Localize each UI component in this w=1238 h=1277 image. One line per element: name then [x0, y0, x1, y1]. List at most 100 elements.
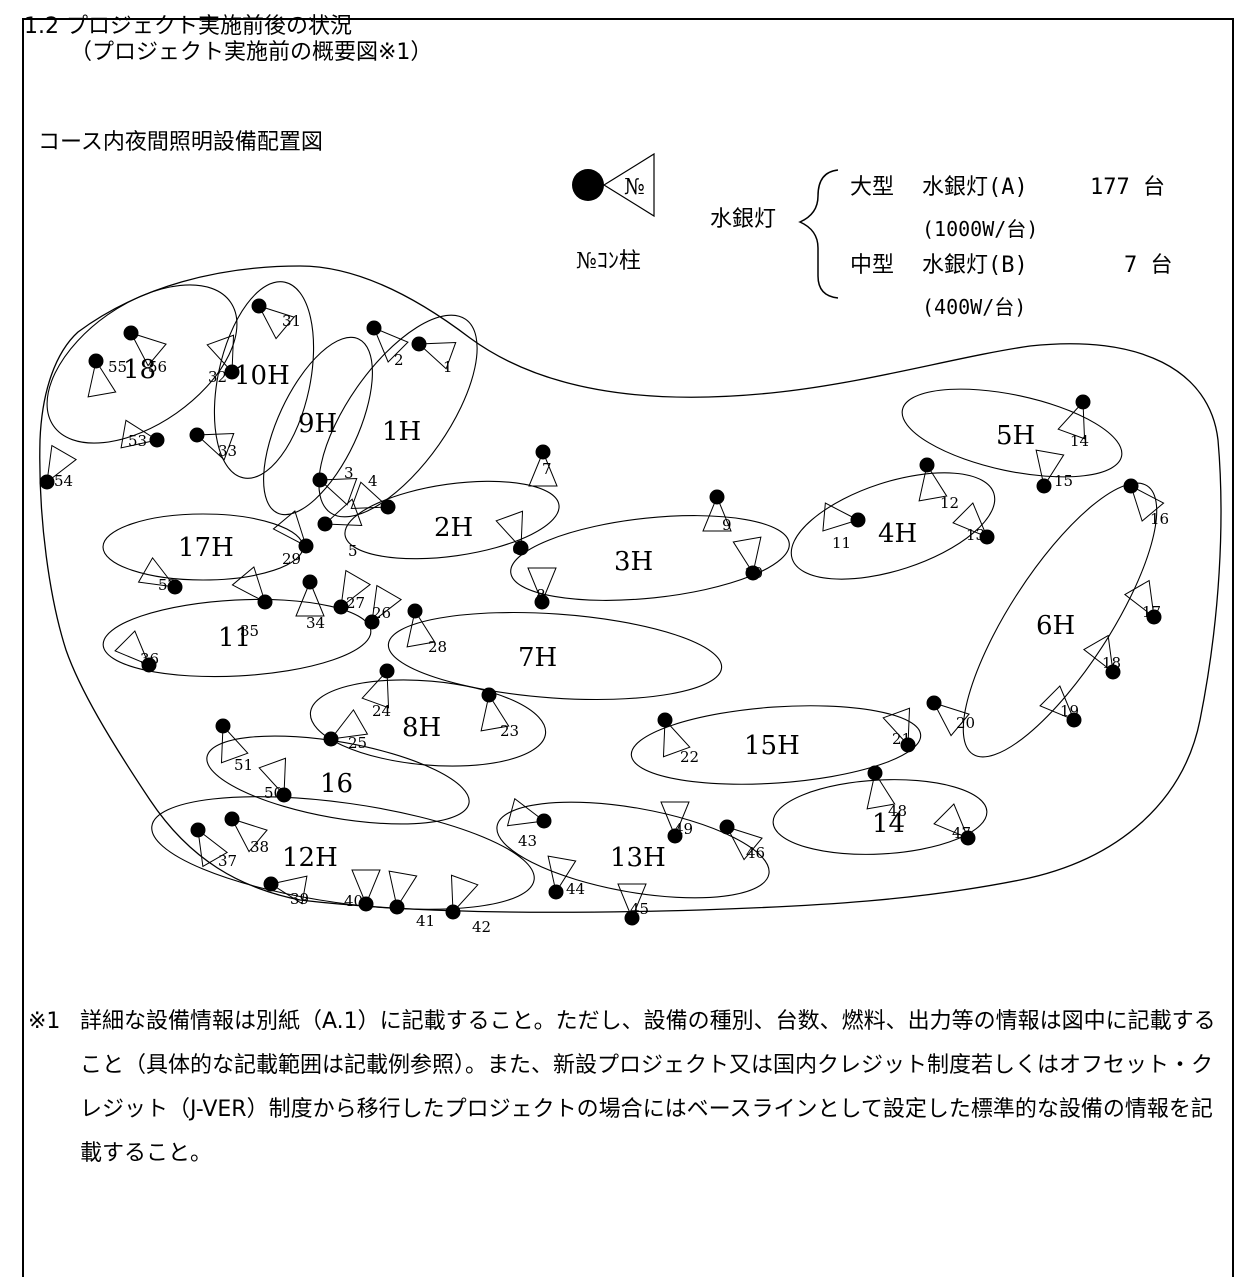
pole-number-label: 22 — [680, 748, 699, 766]
light-fixture-icon — [1130, 484, 1165, 522]
pole-number-label: 8 — [536, 586, 546, 604]
light-fixture-icon — [230, 818, 268, 853]
legend-row2-power: (400W/台) — [922, 295, 1026, 319]
light-pole-22: 22 — [657, 712, 699, 766]
light-pole-52: 52 — [137, 556, 183, 595]
pole-dot-icon — [149, 432, 165, 448]
light-pole-34: 34 — [295, 574, 325, 632]
light-fixture-icon — [417, 341, 457, 370]
pole-number-label: 36 — [140, 650, 159, 668]
pole-dot-icon — [1146, 609, 1162, 625]
light-fixture-icon — [822, 502, 860, 532]
pole-number-label: 55 — [108, 358, 127, 376]
pole-number-label: 45 — [630, 900, 649, 918]
hole-label-16: 16 — [320, 769, 353, 799]
pole-dot-icon — [389, 899, 405, 915]
light-pole-26: 26 — [364, 584, 403, 630]
footnote-text: 詳細な設備情報は別紙（A.1）に記載すること。ただし、設備の種別、台数、燃料、出… — [80, 1009, 1216, 1166]
light-fixture-icon — [46, 444, 78, 484]
light-pole-32: 32 — [206, 334, 240, 386]
legend-row1-power: (1000W/台) — [922, 217, 1038, 241]
light-fixture-icon — [1082, 634, 1114, 674]
light-pole-36: 36 — [114, 630, 159, 673]
light-fixture-icon — [725, 826, 763, 861]
light-fixture-icon — [528, 450, 558, 487]
light-fixture-icon — [197, 828, 229, 868]
pole-dot-icon — [1105, 664, 1121, 680]
light-fixture-icon — [351, 869, 381, 906]
pole-number-label: 1 — [443, 358, 453, 376]
fairway-18 — [46, 284, 238, 444]
pole-dot-icon — [302, 574, 318, 590]
light-fixture-icon — [866, 771, 896, 810]
pole-number-label: 27 — [346, 594, 365, 612]
light-pole-44: 44 — [547, 855, 585, 900]
light-fixture-icon — [933, 803, 969, 839]
light-fixture-icon — [406, 609, 436, 648]
pole-dot-icon — [960, 830, 976, 846]
pole-number-label: 23 — [500, 722, 519, 740]
fairway-16 — [206, 735, 470, 825]
pole-dot-icon — [364, 614, 380, 630]
light-fixture-icon — [87, 359, 117, 398]
light-pole-46: 46 — [719, 819, 765, 862]
light-fixture-icon — [258, 757, 287, 797]
pole-dot-icon — [358, 896, 374, 912]
light-pole-21: 21 — [882, 707, 916, 753]
fairway-10h — [213, 281, 315, 479]
legend-row1-count: 177 台 — [1090, 175, 1165, 200]
pole-number-label: 20 — [956, 714, 975, 732]
hole-label-3h: 3H — [614, 547, 653, 577]
light-fixture-icon — [660, 801, 690, 838]
pole-dot-icon — [548, 884, 564, 900]
pole-number-label: 44 — [566, 880, 585, 898]
pole-dot-icon — [745, 565, 761, 581]
light-fixture-icon — [527, 567, 557, 604]
light-pole-14: 14 — [1057, 394, 1091, 450]
pole-number-label: 14 — [1070, 432, 1089, 450]
pole-number-label: 37 — [218, 852, 237, 870]
light-pole-43: 43 — [506, 797, 552, 850]
fairway-7h — [387, 611, 723, 701]
light-fixture-icon — [329, 708, 369, 740]
light-fixture-icon — [361, 669, 390, 709]
light-pole-28: 28 — [406, 603, 447, 656]
pole-dot-icon — [224, 811, 240, 827]
pole-dot-icon — [411, 336, 427, 352]
pole-number-label: 7 — [542, 460, 552, 478]
pole-dot-icon — [276, 787, 292, 803]
pole-dot-icon — [88, 353, 104, 369]
legend-symbol-label: № — [624, 175, 645, 200]
light-pole-45: 45 — [617, 883, 649, 926]
pole-dot-icon — [850, 512, 866, 528]
pole-number-label: 34 — [306, 614, 325, 632]
light-fixture-icon — [371, 584, 403, 624]
pole-number-label: 53 — [128, 432, 147, 450]
light-pole-54: 54 — [39, 444, 78, 490]
legend-pole-label: №ｺﾝ柱 — [576, 249, 641, 274]
pole-number-label: 42 — [472, 918, 491, 936]
hole-label-18: 18 — [123, 355, 156, 385]
pole-number-label: 24 — [372, 702, 391, 720]
light-pole-1: 1 — [411, 336, 457, 376]
legend-row2-size: 中型 — [850, 253, 894, 278]
light-pole-24: 24 — [361, 663, 395, 720]
fairway-12h — [151, 796, 535, 910]
pole-number-label: 56 — [148, 358, 167, 376]
hole-label-1h: 1H — [382, 417, 421, 447]
light-fixture-icon — [1035, 449, 1065, 488]
hole-label-5h: 5H — [996, 421, 1035, 451]
light-pole-53: 53 — [120, 419, 165, 450]
pole-dot-icon — [407, 603, 423, 619]
light-fixture-icon — [129, 332, 167, 367]
hole-label-8h: 8H — [402, 713, 441, 743]
hole-label-17h: 17H — [178, 533, 234, 563]
pole-dot-icon — [257, 594, 273, 610]
pole-number-label: 41 — [416, 912, 435, 930]
light-fixture-icon — [952, 502, 988, 538]
legend-row2-type: 水銀灯(B) — [922, 253, 1028, 278]
light-pole-55: 55 — [87, 353, 127, 398]
pole-number-label: 16 — [1150, 510, 1169, 528]
light-fixture-icon — [932, 702, 970, 737]
light-fixture-icon — [882, 707, 911, 747]
